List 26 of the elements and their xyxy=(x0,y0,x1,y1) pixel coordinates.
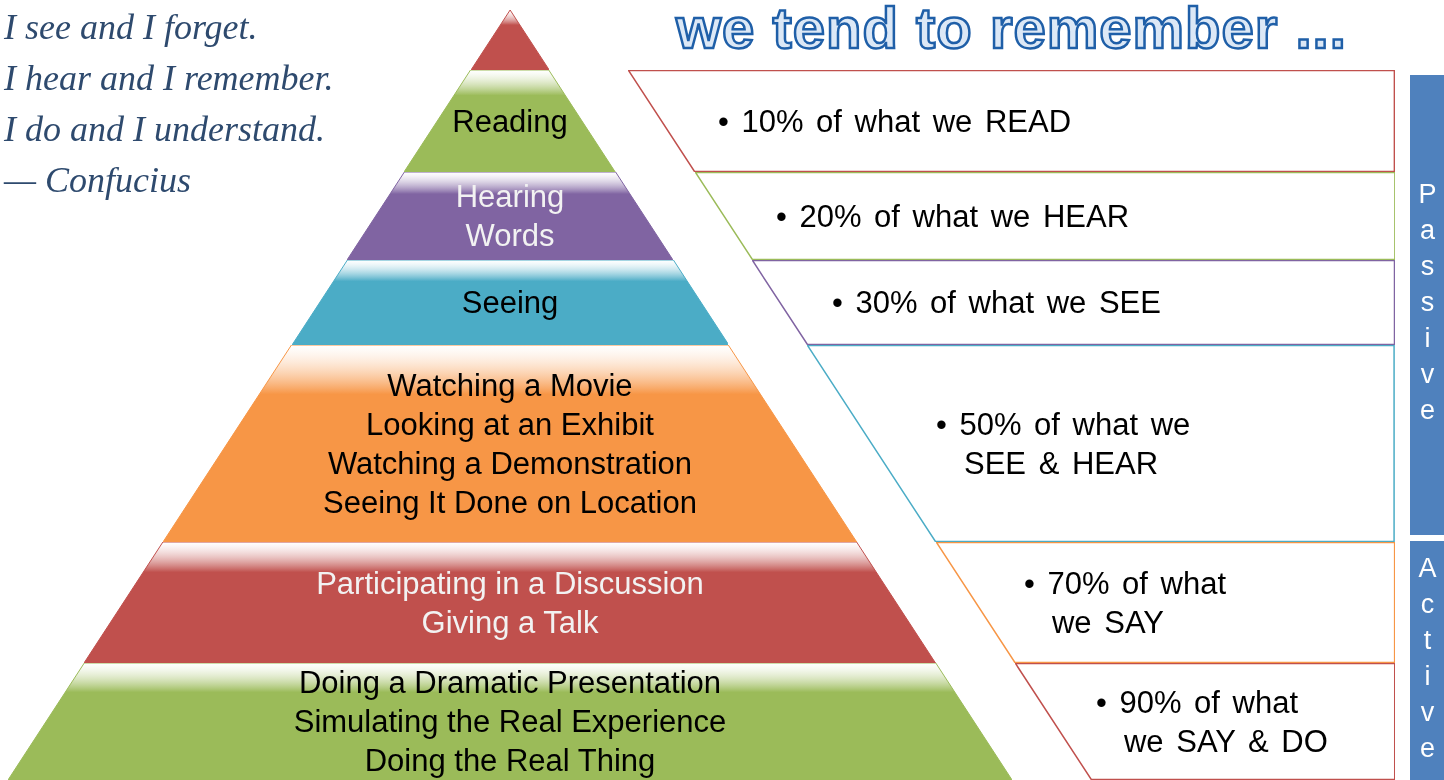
retention-text: • 10% of what we READ xyxy=(718,102,1072,141)
tier-label: Giving a Talk xyxy=(421,603,599,642)
tier-label: Doing a Dramatic Presentation xyxy=(298,664,722,702)
side-label: Active xyxy=(1411,553,1443,769)
tier-label: Simulating the Real Experience xyxy=(293,703,727,741)
side-band xyxy=(1410,75,1444,535)
tier-label: Seeing xyxy=(461,284,559,322)
quote-line: I hear and I remember. xyxy=(4,57,334,99)
retention-text: • 20% of what we HEAR xyxy=(776,197,1130,236)
tier-label: Reading xyxy=(452,102,568,141)
tier-label: Doing the Real Thing xyxy=(364,742,656,780)
tier-label: Looking at an Exhibit xyxy=(366,405,654,444)
title: we tend to remember ... xyxy=(676,0,1347,61)
side-label: Passive xyxy=(1411,179,1443,431)
retention-text: • 90% of what we SAY & DO xyxy=(1096,683,1329,761)
tier-label: Hearing Words xyxy=(454,178,566,255)
tier-label: Seeing It Done on Location xyxy=(323,483,697,522)
quote-line: I see and I forget. xyxy=(4,6,258,48)
tier-label: Watching a Demonstration xyxy=(327,444,693,483)
retention-text: • 70% of what we SAY xyxy=(1024,564,1228,642)
tier-label: Participating in a Discussion xyxy=(316,564,704,603)
quote-line: — Confucius xyxy=(4,159,191,201)
retention-text: • 30% of what we SEE xyxy=(832,284,1161,322)
retention-text: • 50% of what we SEE & HEAR xyxy=(936,405,1192,483)
quote-line: I do and I understand. xyxy=(4,108,325,150)
tier-label: Watching a Movie xyxy=(387,366,633,405)
